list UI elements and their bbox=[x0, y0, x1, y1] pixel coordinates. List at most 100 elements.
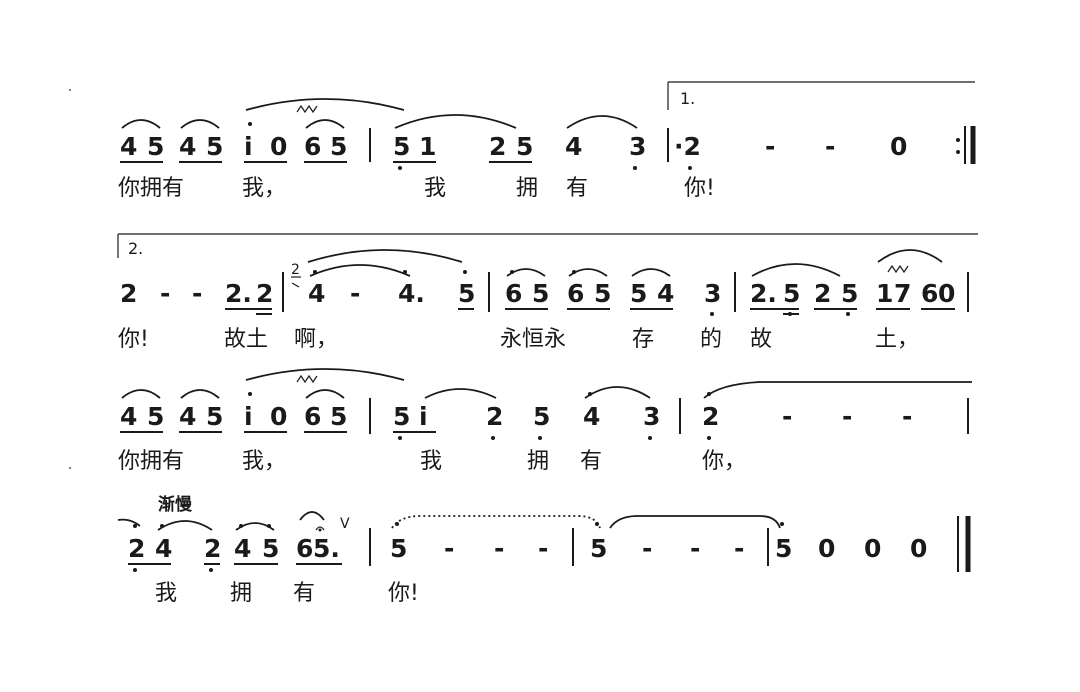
note: 5 bbox=[532, 279, 549, 308]
note: 5. bbox=[313, 534, 340, 563]
lyric: 存 bbox=[632, 327, 654, 352]
slur bbox=[245, 368, 405, 381]
octave-dot bbox=[588, 392, 592, 396]
note: 6 bbox=[505, 279, 522, 308]
note: 5 bbox=[262, 534, 279, 563]
breath-mark: V bbox=[340, 516, 350, 532]
note: 5 bbox=[330, 132, 347, 161]
note: 0 bbox=[910, 534, 927, 563]
lyric: 你! bbox=[684, 176, 715, 201]
note: 5 bbox=[393, 132, 410, 161]
note: 5 bbox=[390, 534, 407, 563]
note: 4 bbox=[155, 534, 172, 563]
note: 2 bbox=[256, 279, 273, 308]
octave-dot bbox=[160, 524, 164, 528]
note: 2 bbox=[120, 279, 137, 308]
note: - bbox=[350, 279, 360, 308]
note: 7 bbox=[894, 279, 911, 308]
lyric: 你， bbox=[702, 449, 746, 474]
octave-dot bbox=[267, 524, 271, 528]
note: 4 bbox=[120, 402, 137, 431]
note: - bbox=[734, 534, 744, 563]
note: - bbox=[690, 534, 700, 563]
note: 5 bbox=[594, 279, 611, 308]
slur bbox=[566, 115, 638, 129]
note: - bbox=[782, 402, 792, 431]
note: 2 bbox=[814, 279, 831, 308]
note: 0 bbox=[890, 132, 907, 161]
octave-dot bbox=[510, 270, 514, 274]
octave-dot bbox=[595, 522, 599, 526]
slur bbox=[394, 114, 517, 129]
note: - bbox=[160, 279, 170, 308]
slur bbox=[424, 388, 497, 399]
note: 6 bbox=[567, 279, 584, 308]
tempo-marking: 渐慢 bbox=[158, 494, 193, 515]
octave-dot bbox=[572, 270, 576, 274]
note: 5 bbox=[458, 279, 475, 308]
lyric: 你! bbox=[388, 581, 419, 606]
octave-dot bbox=[133, 524, 137, 528]
note: - bbox=[538, 534, 548, 563]
note: i bbox=[419, 402, 428, 431]
note: - bbox=[494, 534, 504, 563]
note: 0 bbox=[938, 279, 955, 308]
tie bbox=[391, 515, 601, 529]
note: 2 bbox=[204, 534, 221, 563]
note: - bbox=[192, 279, 202, 308]
trill-mark bbox=[887, 264, 909, 274]
note: 2 bbox=[486, 402, 503, 431]
note: 4 bbox=[583, 402, 600, 431]
lyric: 你! bbox=[118, 327, 149, 352]
slur bbox=[245, 98, 405, 111]
slur bbox=[631, 268, 671, 277]
note: 6 bbox=[304, 132, 321, 161]
slur bbox=[307, 249, 463, 263]
tie bbox=[117, 518, 141, 527]
octave-dot bbox=[707, 436, 711, 440]
octave-dot bbox=[633, 166, 637, 170]
note: - bbox=[444, 534, 454, 563]
note: 5 bbox=[147, 132, 164, 161]
slur bbox=[506, 268, 546, 277]
lyric: 你拥有 bbox=[118, 449, 184, 474]
note: 0 bbox=[270, 132, 287, 161]
octave-dot bbox=[209, 568, 213, 572]
octave-dot bbox=[688, 166, 692, 170]
lyric: 我 bbox=[424, 176, 446, 201]
note: i bbox=[244, 132, 253, 161]
tie bbox=[609, 515, 781, 529]
octave-dot bbox=[239, 524, 243, 528]
note: 5 bbox=[783, 279, 800, 308]
tie bbox=[703, 381, 972, 399]
note: 0 bbox=[864, 534, 881, 563]
note: 2. bbox=[750, 279, 777, 308]
note: 4 bbox=[179, 402, 196, 431]
fermata bbox=[315, 526, 325, 531]
note: - bbox=[825, 132, 835, 161]
lyric: 永恒永 bbox=[500, 327, 566, 352]
octave-dot bbox=[403, 270, 407, 274]
trill-mark bbox=[296, 104, 318, 114]
scan-speck bbox=[69, 467, 71, 469]
octave-dot bbox=[788, 312, 792, 316]
lyric: 拥 bbox=[230, 581, 252, 606]
lyric: 我 bbox=[155, 581, 177, 606]
ending-label: 1. bbox=[680, 89, 695, 108]
slur bbox=[180, 389, 220, 399]
repeat-dot bbox=[956, 150, 960, 154]
note: 5 bbox=[775, 534, 792, 563]
slur bbox=[157, 520, 213, 531]
slur bbox=[235, 522, 275, 531]
note: 5 bbox=[393, 402, 410, 431]
note: ·2 bbox=[674, 132, 701, 161]
note: 4 bbox=[120, 132, 137, 161]
grace-note: 2 bbox=[291, 262, 300, 278]
note: 3 bbox=[629, 132, 646, 161]
lyric: 的 bbox=[700, 327, 722, 352]
lyric: 故 bbox=[750, 327, 772, 352]
octave-dot bbox=[313, 270, 317, 274]
note: - bbox=[642, 534, 652, 563]
